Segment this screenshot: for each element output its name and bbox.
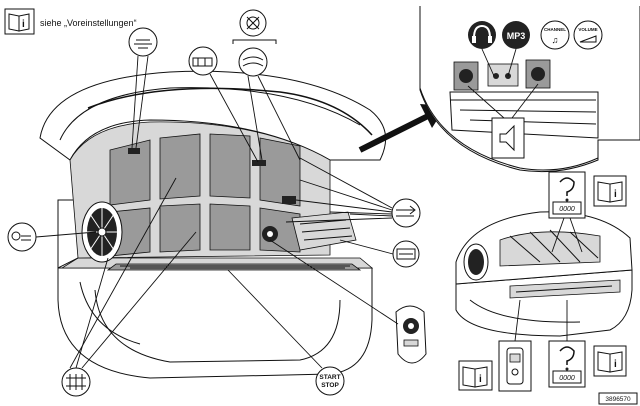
- tanning-bed: [39, 70, 387, 379]
- stop-label: STOP: [321, 382, 339, 389]
- display-code-bottom: 0000: [559, 375, 575, 382]
- start-stop-button[interactable]: START STOP: [315, 366, 345, 396]
- tanning-lamps-icon: [61, 367, 91, 397]
- figure-id: 3896570: [605, 396, 631, 403]
- sliding-filter-icon: [188, 46, 218, 76]
- start-label: START: [319, 374, 340, 381]
- channel-label: CHANNEL: [544, 27, 566, 32]
- svg-text:i: i: [614, 359, 617, 370]
- svg-text:i: i: [614, 189, 617, 200]
- audio-detail: [419, 6, 640, 173]
- display-code-icon-bottom: 0000: [548, 340, 586, 388]
- fan-callout-icon: [7, 222, 37, 252]
- air-flow-icon: [238, 47, 268, 77]
- mp3-label: MP3: [507, 31, 526, 41]
- air-flow-callout-icon: [391, 198, 421, 228]
- info-book-icon: i: [4, 8, 35, 35]
- info-book-icon-bottom: i: [458, 360, 493, 391]
- small-tanning-bed: [455, 211, 633, 337]
- remote-control-icon: [395, 305, 427, 364]
- svg-text:♫: ♫: [552, 35, 559, 45]
- facial-tanner-icon: [128, 27, 158, 57]
- volume-icon: VOLUME: [573, 20, 603, 50]
- ventilation-icon: [239, 9, 267, 37]
- control-panel-icon: [392, 240, 420, 268]
- volume-label: VOLUME: [578, 27, 597, 32]
- headphones-icon: [468, 21, 496, 49]
- preset-note: siehe „Voreinstellungen“: [40, 18, 137, 28]
- svg-text:i: i: [22, 19, 25, 30]
- speaker-icon: [499, 124, 515, 152]
- remote-manual-icon: [498, 340, 532, 392]
- display-code-top: 0000: [559, 206, 575, 213]
- info-book-icon-bottom-right: i: [593, 345, 627, 377]
- music-channel-icon: CHANNEL ♫: [540, 20, 570, 50]
- display-code-icon: 0000: [548, 171, 586, 219]
- fan: [81, 201, 123, 263]
- mp3-badge: MP3: [502, 21, 530, 49]
- info-book-icon-right: i: [593, 175, 627, 207]
- svg-text:i: i: [479, 374, 482, 385]
